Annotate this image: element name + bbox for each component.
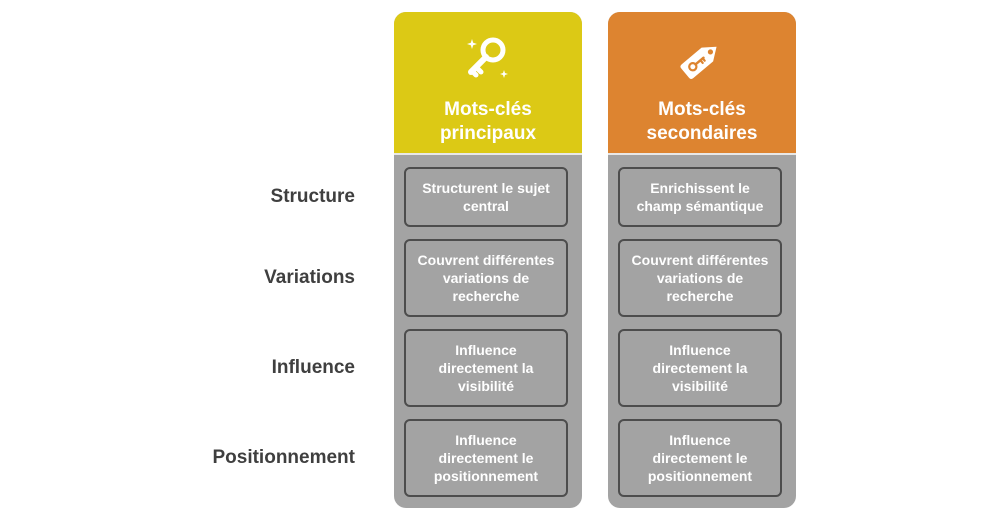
cell-primary-influence: Influence directement la visibilité: [404, 329, 568, 407]
column-title-secondary-line1: Mots-clés: [658, 99, 746, 120]
cell-text: Couvrent différentes variations de reche…: [631, 252, 769, 304]
cell-primary-variations: Couvrent différentes variations de reche…: [404, 239, 568, 317]
row-label-influence: Influence: [271, 357, 355, 378]
key-icon: [467, 37, 508, 78]
column-secondary-keywords: Mots-clés secondaires Enrichissent le ch…: [608, 12, 796, 508]
column-title-primary-line1: Mots-clés: [444, 99, 532, 120]
tag-key-icon: [680, 46, 717, 79]
cell-text: Structurent le sujet central: [422, 180, 550, 214]
row-label-variations: Variations: [264, 267, 355, 288]
column-header-primary: Mots-clés principaux: [394, 12, 582, 153]
cell-secondary-influence: Influence directement la visibilité: [618, 329, 782, 407]
column-header-secondary: Mots-clés secondaires: [608, 12, 796, 153]
cell-secondary-variations: Couvrent différentes variations de reche…: [618, 239, 782, 317]
cell-text: Influence directement le positionnement: [433, 432, 539, 484]
cell-text: Enrichissent le champ sémantique: [636, 180, 764, 214]
column-divider-secondary: [608, 153, 796, 155]
row-label-positionnement: Positionnement: [212, 447, 355, 468]
cell-text: Influence directement le positionnement: [647, 432, 753, 484]
column-primary-keywords: Mots-clés principaux Structurent le suje…: [394, 12, 582, 508]
cell-text: Influence directement la visibilité: [438, 342, 534, 394]
column-divider-primary: [394, 153, 582, 155]
column-title-secondary: Mots-clés secondaires: [617, 98, 787, 146]
column-title-primary-line2: principaux: [439, 123, 537, 144]
cell-primary-positionnement: Influence directement le positionnement: [404, 419, 568, 497]
cell-primary-structure: Structurent le sujet central: [404, 167, 568, 227]
column-title-primary: Mots-clés principaux: [403, 98, 573, 146]
row-label-structure: Structure: [270, 186, 355, 207]
cell-secondary-structure: Enrichissent le champ sémantique: [618, 167, 782, 227]
cell-text: Couvrent différentes variations de reche…: [417, 252, 555, 304]
column-title-secondary-line2: secondaires: [646, 123, 758, 144]
cell-secondary-positionnement: Influence directement le positionnement: [618, 419, 782, 497]
cell-text: Influence directement la visibilité: [652, 342, 748, 394]
